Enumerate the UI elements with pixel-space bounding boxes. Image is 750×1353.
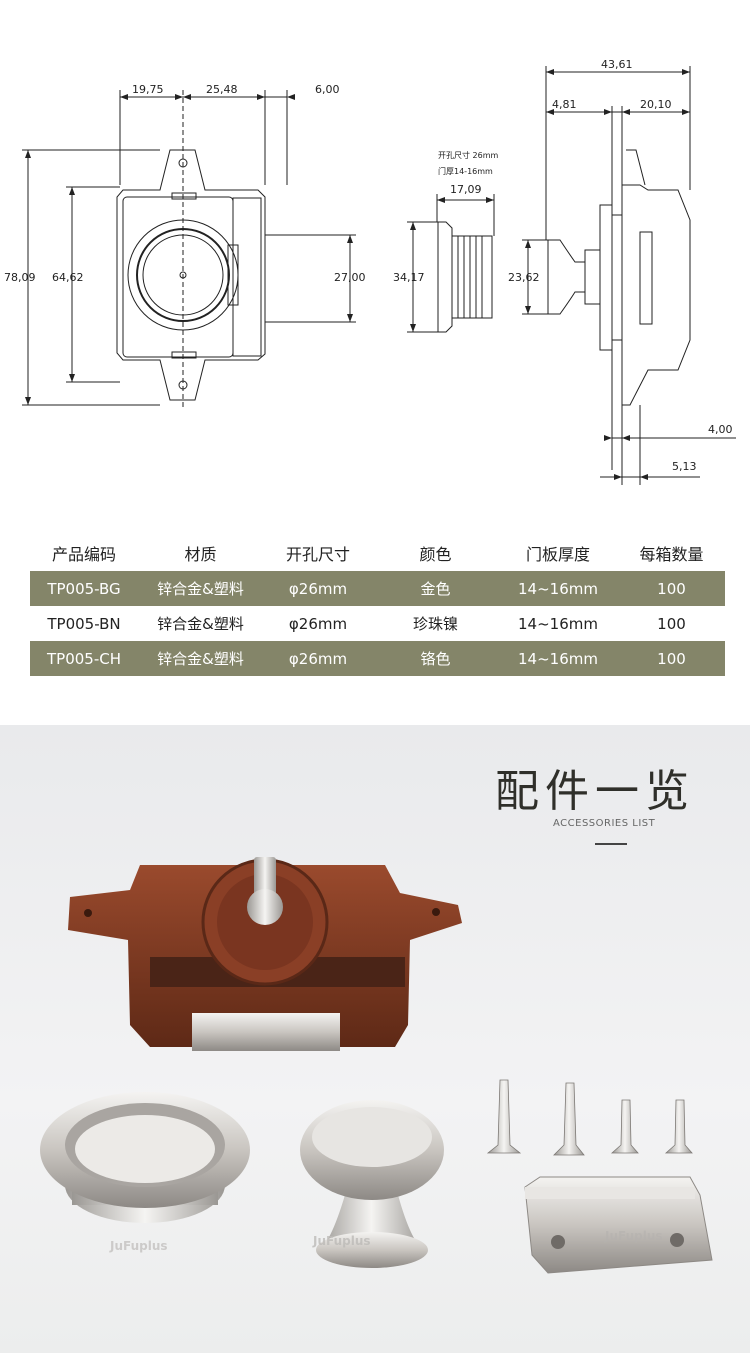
front-outline — [116, 149, 266, 401]
dim-23-62: 23,62 — [508, 271, 540, 284]
header-cell: 颜色 — [419, 545, 452, 564]
table-cell: 锌合金&塑料 — [157, 615, 244, 633]
front-side-block — [232, 197, 262, 357]
dim-25-48: 25,48 — [206, 83, 238, 96]
table-cell: 14~16mm — [518, 649, 598, 668]
table-cell: 14~16mm — [518, 614, 598, 633]
ring-thread — [451, 235, 493, 319]
table-row: TP005-CH 锌合金&塑料 φ26mm 铬色 14~16mm 100 — [30, 641, 725, 676]
lock-body — [68, 857, 462, 1051]
table-cell: 金色 — [420, 580, 451, 598]
accessories-title: 配件一览 — [495, 766, 695, 817]
accessories-illustration: JuFuplus JuFuplus JuFuplus — [40, 857, 713, 1274]
dim-5-13: 5,13 — [672, 460, 697, 473]
table-row: TP005-BG 锌合金&塑料 φ26mm 金色 14~16mm 100 — [30, 571, 725, 606]
table-cell: 100 — [657, 579, 686, 598]
dim-27-00: 27,00 — [334, 271, 366, 284]
technical-drawing: 19,75 25,48 6,00 78,09 64,62 27,00 开孔尺寸 … — [4, 58, 736, 485]
table-cell: φ26mm — [288, 579, 348, 598]
table-cell: φ26mm — [288, 649, 348, 668]
watermark-text: JuFuplus — [604, 1229, 663, 1243]
ring-outline — [437, 221, 453, 333]
header-cell: 产品编码 — [51, 545, 116, 564]
side-knob — [547, 239, 586, 315]
table-cell: TP005-BG — [47, 579, 121, 598]
dim-78-09: 78,09 — [4, 271, 36, 284]
table-cell: 100 — [657, 649, 686, 668]
table-cell: 100 — [657, 614, 686, 633]
side-body — [621, 184, 691, 406]
table-cell: 锌合金&塑料 — [157, 580, 244, 598]
table-cell: φ26mm — [288, 614, 348, 633]
dim-20-10: 20,10 — [640, 98, 672, 111]
note-door-thickness: 门厚14-16mm — [438, 166, 493, 176]
dim-4-81: 4,81 — [552, 98, 577, 111]
header-cell: 材质 — [184, 545, 217, 564]
table-cell: TP005-CH — [46, 649, 121, 668]
ring-part — [40, 1092, 250, 1223]
table-cell: 珍珠镍 — [412, 615, 458, 633]
watermark-text: JuFuplus — [312, 1234, 371, 1248]
table-row: TP005-BN 锌合金&塑料 φ26mm 珍珠镍 14~16mm 100 — [30, 606, 725, 641]
accessories-subtitle: ACCESSORIES LIST — [553, 818, 656, 829]
table-header-row: 产品编码 材质 开孔尺寸 颜色 门板厚度 每箱数量 — [30, 535, 725, 571]
table-cell: TP005-BN — [47, 614, 121, 633]
dim-6-00: 6,00 — [315, 83, 340, 96]
screws — [486, 1079, 693, 1156]
front-inner-frame — [122, 196, 234, 358]
dim-64-62: 64,62 — [52, 271, 84, 284]
dim-34-17: 34,17 — [393, 271, 425, 284]
spec-table: 产品编码 材质 开孔尺寸 颜色 门板厚度 每箱数量 TP005-BG 锌合金&塑… — [30, 535, 725, 676]
dim-19-75: 19,75 — [132, 83, 164, 96]
bracket-part — [524, 1176, 713, 1274]
header-cell: 每箱数量 — [639, 545, 704, 564]
dim-17-09: 17,09 — [450, 183, 482, 196]
table-cell: 14~16mm — [518, 579, 598, 598]
dim-4-00: 4,00 — [708, 423, 733, 436]
header-cell: 门板厚度 — [525, 545, 590, 564]
title-underline — [595, 843, 627, 845]
table-cell: 铬色 — [420, 650, 451, 668]
table-cell: 锌合金&塑料 — [157, 650, 244, 668]
dim-43-61: 43,61 — [601, 58, 633, 71]
knob-part — [300, 1100, 444, 1268]
watermark-text: JuFuplus — [109, 1239, 168, 1253]
header-cell: 开孔尺寸 — [285, 545, 350, 564]
note-hole-size: 开孔尺寸 26mm — [438, 150, 499, 160]
